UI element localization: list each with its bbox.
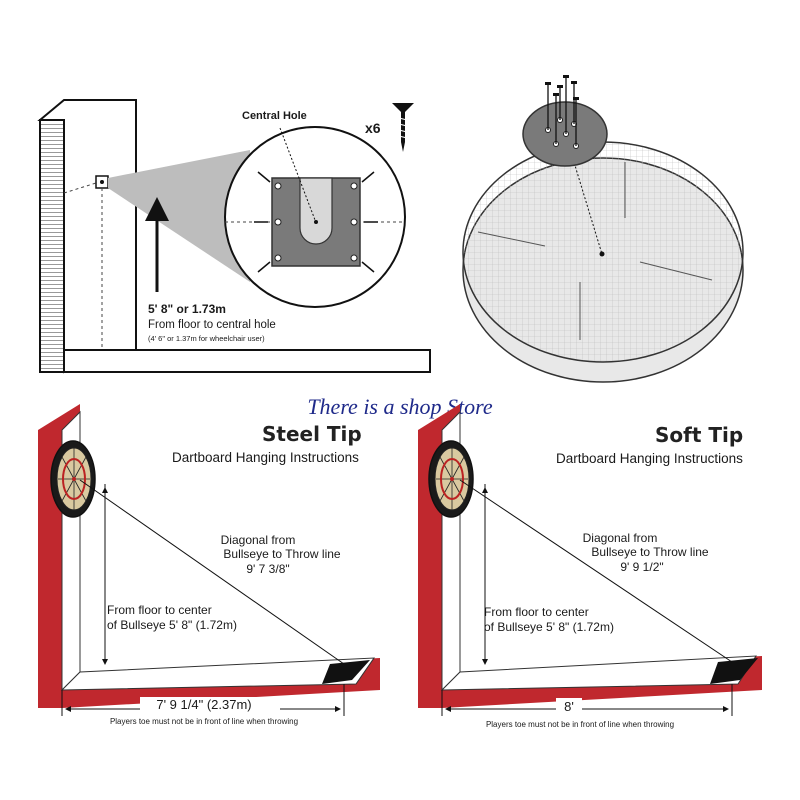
screw-icon	[392, 103, 414, 152]
soft-floor-line2: of Bullseye 5' 8" (1.72m)	[484, 620, 614, 634]
steel-diagonal	[79, 479, 345, 665]
back-screw-heads	[545, 75, 579, 100]
steel-floor-line1: From floor to center	[107, 603, 212, 617]
soft-dartboard	[428, 440, 474, 518]
store-watermark: There is a shop Store	[307, 394, 493, 419]
central-hole-label: Central Hole	[242, 110, 307, 122]
steel-distance-label: 7' 9 1/4" (2.37m)	[156, 697, 251, 712]
soft-throw-line	[710, 658, 758, 684]
mount-height-desc: From floor to central hole	[148, 319, 276, 331]
steel-tip-diagram	[38, 404, 380, 716]
soft-toe-note: Players toe must not be in front of line…	[486, 720, 674, 729]
wall-mount-diagram	[37, 99, 431, 374]
mount-height-alt: (4' 6" or 1.37m for wheelchair user)	[148, 334, 265, 343]
back-screws	[547, 78, 577, 146]
plate-slot	[299, 177, 333, 245]
steel-tip-title: Steel Tip	[262, 422, 362, 446]
mount-height-main: 5' 8" or 1.73m	[148, 302, 226, 316]
dartboard-back-diagram	[462, 75, 744, 383]
steel-floor-line2: of Bullseye 5' 8" (1.72m)	[107, 618, 237, 632]
screw-count-label: x6	[365, 120, 381, 136]
steel-throw-line	[322, 660, 370, 684]
plate-screws	[254, 171, 378, 273]
board-slots	[477, 162, 713, 340]
steel-toe-note: Players toe must not be in front of line…	[110, 717, 298, 726]
soft-tip-title: Soft Tip	[655, 423, 743, 447]
steel-diag-line2: Bullseye to Throw line	[223, 547, 340, 561]
soft-tip-subtitle: Dartboard Hanging Instructions	[556, 451, 743, 466]
wall-side-hatch	[39, 119, 65, 373]
soft-diag-line2: Bullseye to Throw line	[591, 545, 708, 559]
soft-diagonal	[459, 479, 733, 663]
steel-dartboard	[50, 440, 96, 518]
steel-diag-value: 9' 7 3/8"	[246, 562, 289, 576]
steel-diag-line1: Diagonal from	[221, 533, 296, 547]
soft-floor-line1: From floor to center	[484, 605, 589, 619]
plate-screw-holes	[274, 182, 358, 262]
zoom-cone	[108, 150, 250, 282]
steel-tip-subtitle: Dartboard Hanging Instructions	[172, 450, 359, 465]
soft-tip-diagram	[418, 404, 762, 716]
floor-slab	[63, 349, 431, 373]
soft-diag-line1: Diagonal from	[583, 531, 658, 545]
soft-diag-value: 9' 9 1/2"	[620, 560, 663, 574]
soft-distance-label: 8'	[564, 699, 574, 714]
